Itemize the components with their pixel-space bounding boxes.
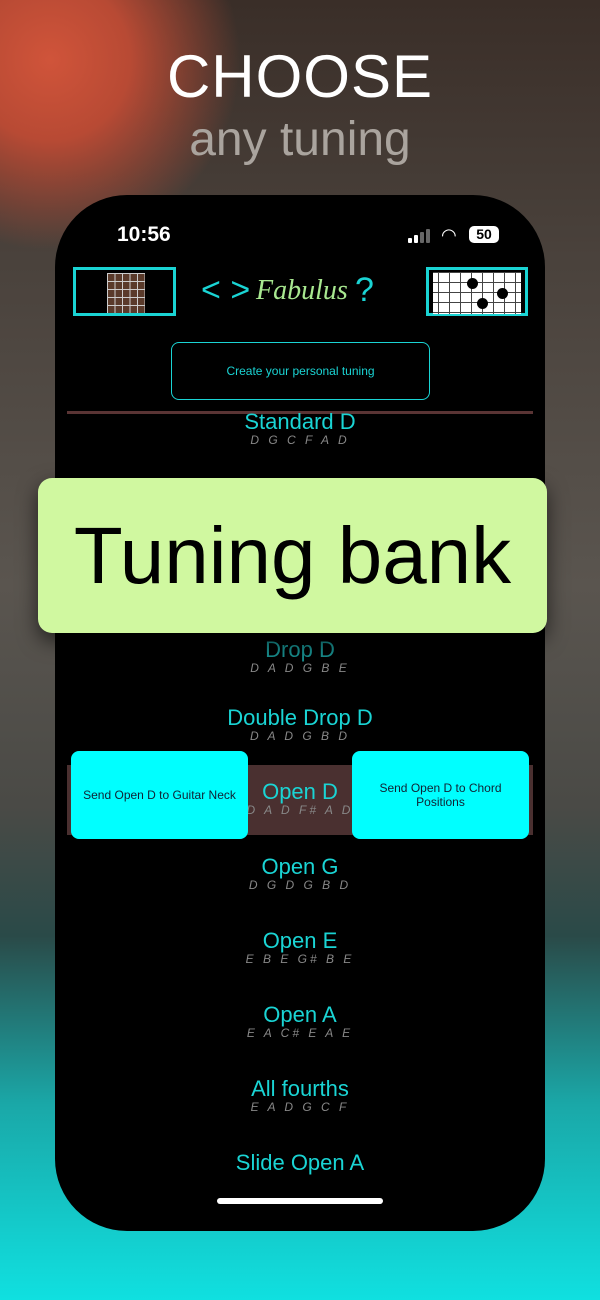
send-to-guitar-neck-button[interactable]: Send Open D to Guitar Neck <box>71 751 248 839</box>
phone-screen: 10:56 ◠ 50 < > Fabulus ? Create your per… <box>55 195 545 1231</box>
app-logo: Fabulus <box>256 275 348 306</box>
battery-icon: 50 <box>469 226 499 243</box>
help-button[interactable]: ? <box>355 271 374 309</box>
promo-title: CHOOSE <box>166 43 434 110</box>
home-indicator[interactable] <box>217 1198 383 1204</box>
divider <box>67 411 533 414</box>
tuning-item[interactable]: Slide Open A <box>235 1150 365 1175</box>
status-time: 10:56 <box>117 223 171 246</box>
promo-subtitle: any tuning <box>189 113 411 166</box>
create-tuning-button[interactable]: Create your personal tuning <box>171 342 430 400</box>
fretboard-icon <box>107 273 145 313</box>
next-button[interactable]: > <box>230 271 251 309</box>
prev-button[interactable]: < <box>201 271 221 309</box>
guitar-neck-button[interactable] <box>73 267 176 316</box>
chord-diagram-icon <box>433 272 521 314</box>
signal-icon <box>408 229 430 243</box>
nav-arrows: < > <box>201 271 250 310</box>
chord-positions-button[interactable] <box>426 267 528 316</box>
send-to-chord-positions-button[interactable]: Send Open D to Chord Positions <box>352 751 529 839</box>
promo-banner: Tuning bank <box>38 478 547 633</box>
wifi-icon: ◠ <box>441 225 457 245</box>
